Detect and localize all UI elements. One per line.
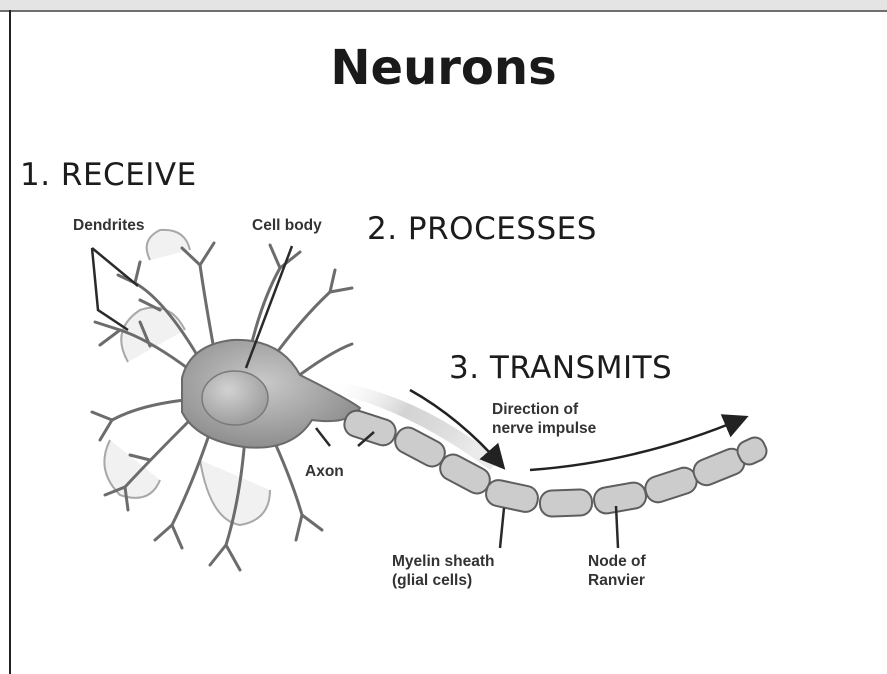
- cell-body-label: Cell body: [252, 216, 322, 235]
- direction-label-line2: nerve impulse: [492, 419, 596, 438]
- nucleus: [202, 371, 268, 425]
- cell-body-shape: [182, 340, 360, 448]
- direction-label-line1: Direction of: [492, 400, 596, 419]
- dendrites-label: Dendrites: [73, 216, 145, 235]
- myelin-sheath-label: Myelin sheath (glial cells): [392, 552, 495, 590]
- myelin-label-line2: (glial cells): [392, 571, 495, 590]
- node-of-ranvier-label: Node of Ranvier: [588, 552, 646, 590]
- direction-label: Direction of nerve impulse: [492, 400, 596, 438]
- node-label-line2: Ranvier: [588, 571, 646, 590]
- node-label-line1: Node of: [588, 552, 646, 571]
- myelin-label-line1: Myelin sheath: [392, 552, 495, 571]
- axon-label: Axon: [305, 462, 344, 481]
